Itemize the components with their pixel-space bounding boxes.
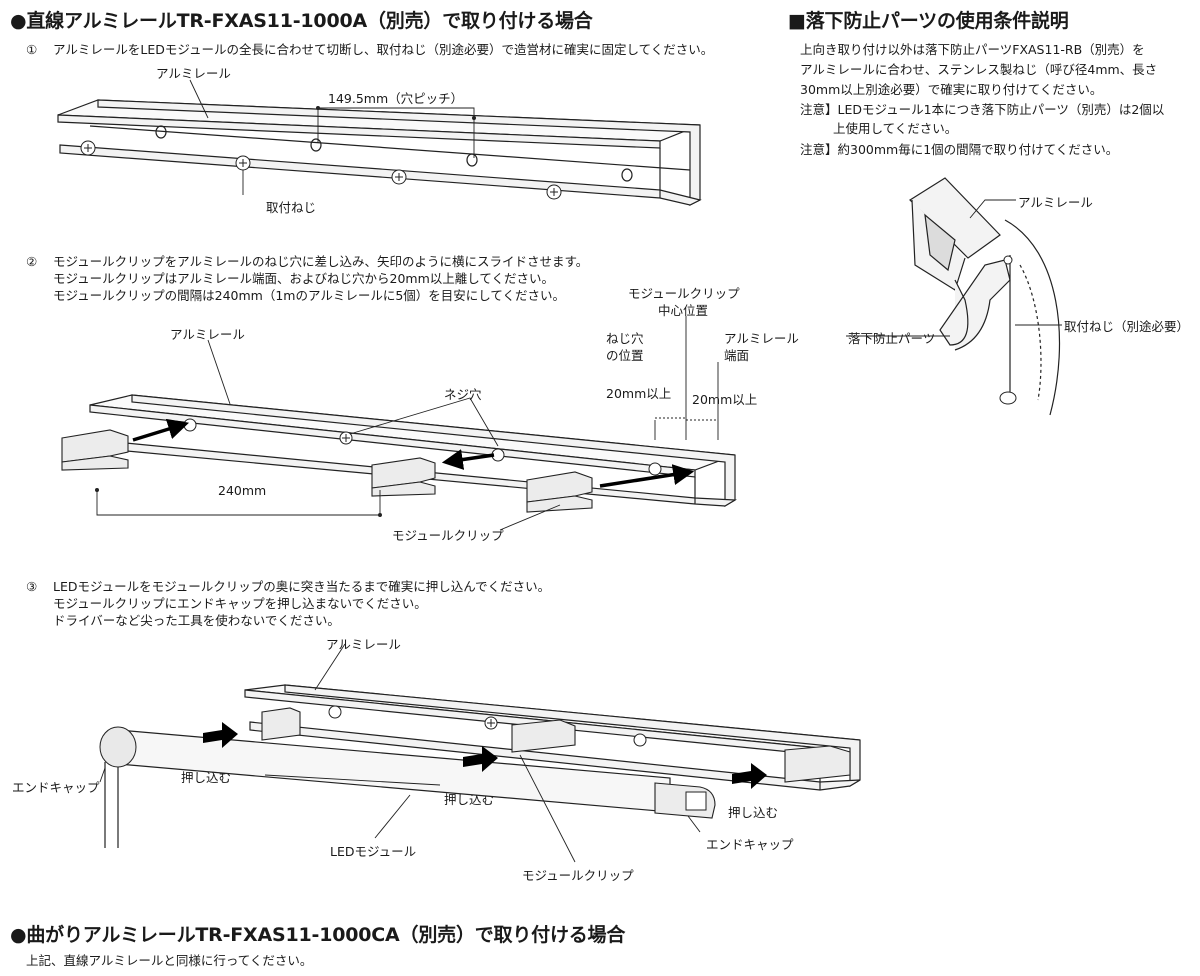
step1-text: アルミレールをLEDモジュールの全長に合わせて切断し、取付ねじ（別途必要）で造営… (53, 42, 714, 57)
step1-label-screw: 取付ねじ (266, 200, 317, 215)
step1-screws (80, 140, 562, 200)
step2-label-20b: 20mm以上 (692, 392, 758, 407)
section2-note-2: 注意】約300mm毎に1個の間隔で取り付けてください。 (800, 142, 1119, 157)
step2-label-hole-pos-2: の位置 (606, 348, 644, 363)
step1-number: ① (26, 42, 38, 57)
step2-rail-drawing (61, 316, 738, 531)
section2-note-1a: 注意】LEDモジュール1本につき落下防止パーツ（別売）は2個以 (800, 102, 1165, 117)
step3-rail-holes (328, 705, 647, 747)
section2-line-1: 上向き取り付け以外は落下防止パーツFXAS11-RB（別売）を (800, 42, 1145, 57)
section3-text: 上記、直線アルミレールと同様に行ってください。 (26, 953, 313, 968)
step3-label-rail: アルミレール (326, 637, 401, 652)
step1-rail-drawing (57, 79, 702, 206)
step2-slide-arrows (132, 418, 695, 488)
section2-label-rail: アルミレール (1018, 195, 1093, 210)
step3-clips (261, 707, 851, 783)
step2-number: ② (26, 254, 38, 269)
step2-label-20a: 20mm以上 (606, 386, 672, 401)
step2-label-hole: ネジ穴 (444, 387, 482, 402)
step3-label-push-3: 押し込む (728, 805, 779, 820)
step3-label-clip: モジュールクリップ (522, 868, 634, 883)
step2-label-clip-center-2: 中心位置 (658, 303, 709, 318)
step2-line-3: モジュールクリップの間隔は240mm（1mのアルミレールに5個）を目安にしてくだ… (53, 288, 566, 303)
step3-line-3: ドライバーなど尖った工具を使わないでください。 (53, 613, 340, 628)
step3-label-push-1: 押し込む (181, 770, 232, 785)
section2-line-2: アルミレールに合わせ、ステンレス製ねじ（呼び径4mm、長さ (800, 62, 1158, 77)
step3-number: ③ (26, 579, 38, 594)
step2-label-clip: モジュールクリップ (392, 528, 504, 543)
step3-label-led: LEDモジュール (330, 844, 417, 859)
step3-label-endcap-left: エンドキャップ (12, 780, 100, 795)
fall-prevention-drawing (846, 177, 1062, 416)
step1-holes (155, 125, 633, 182)
step2-label-hole-pos-1: ねじ穴 (606, 331, 644, 346)
step3-push-arrows (203, 722, 767, 789)
section2-title: ■落下防止パーツの使用条件説明 (788, 10, 1069, 32)
step3-drawing (99, 643, 861, 863)
step2-label-rail: アルミレール (170, 327, 245, 342)
step2-clips (61, 429, 593, 513)
step2-label-240: 240mm (218, 483, 267, 498)
step3-line-1: LEDモジュールをモジュールクリップの奥に突き当たるまで確実に押し込んでください… (53, 579, 551, 594)
step2-line-2: モジュールクリップはアルミレール端面、およびねじ穴から20mm以上離してください… (53, 271, 555, 286)
section2-label-part: 落下防止パーツ (848, 331, 936, 346)
step1-label-rail: アルミレール (156, 66, 231, 81)
step2-label-rail-end-2: 端面 (724, 348, 750, 363)
section2-label-screw: 取付ねじ（別途必要） (1064, 319, 1190, 334)
step2-label-clip-center-1: モジュールクリップ (628, 286, 740, 301)
step3-label-endcap-right: エンドキャップ (706, 837, 794, 852)
step3-line-2: モジュールクリップにエンドキャップを押し込まないでください。 (53, 596, 427, 611)
section2-line-3: 30mm以上別途必要）で確実に取り付けてください。 (800, 82, 1103, 97)
section3-title: ●曲がりアルミレールTR-FXAS11-1000CA（別売）で取り付ける場合 (10, 924, 626, 946)
section1-title: ●直線アルミレールTR-FXAS11-1000A（別売）で取り付ける場合 (10, 10, 593, 32)
step2-label-rail-end-1: アルミレール (724, 331, 799, 346)
step2-line-1: モジュールクリップをアルミレールのねじ穴に差し込み、矢印のように横にスライドさせ… (53, 254, 589, 269)
section2-note-1b: 上使用してください。 (833, 121, 958, 136)
step1-label-pitch: 149.5mm（穴ピッチ） (328, 91, 464, 106)
